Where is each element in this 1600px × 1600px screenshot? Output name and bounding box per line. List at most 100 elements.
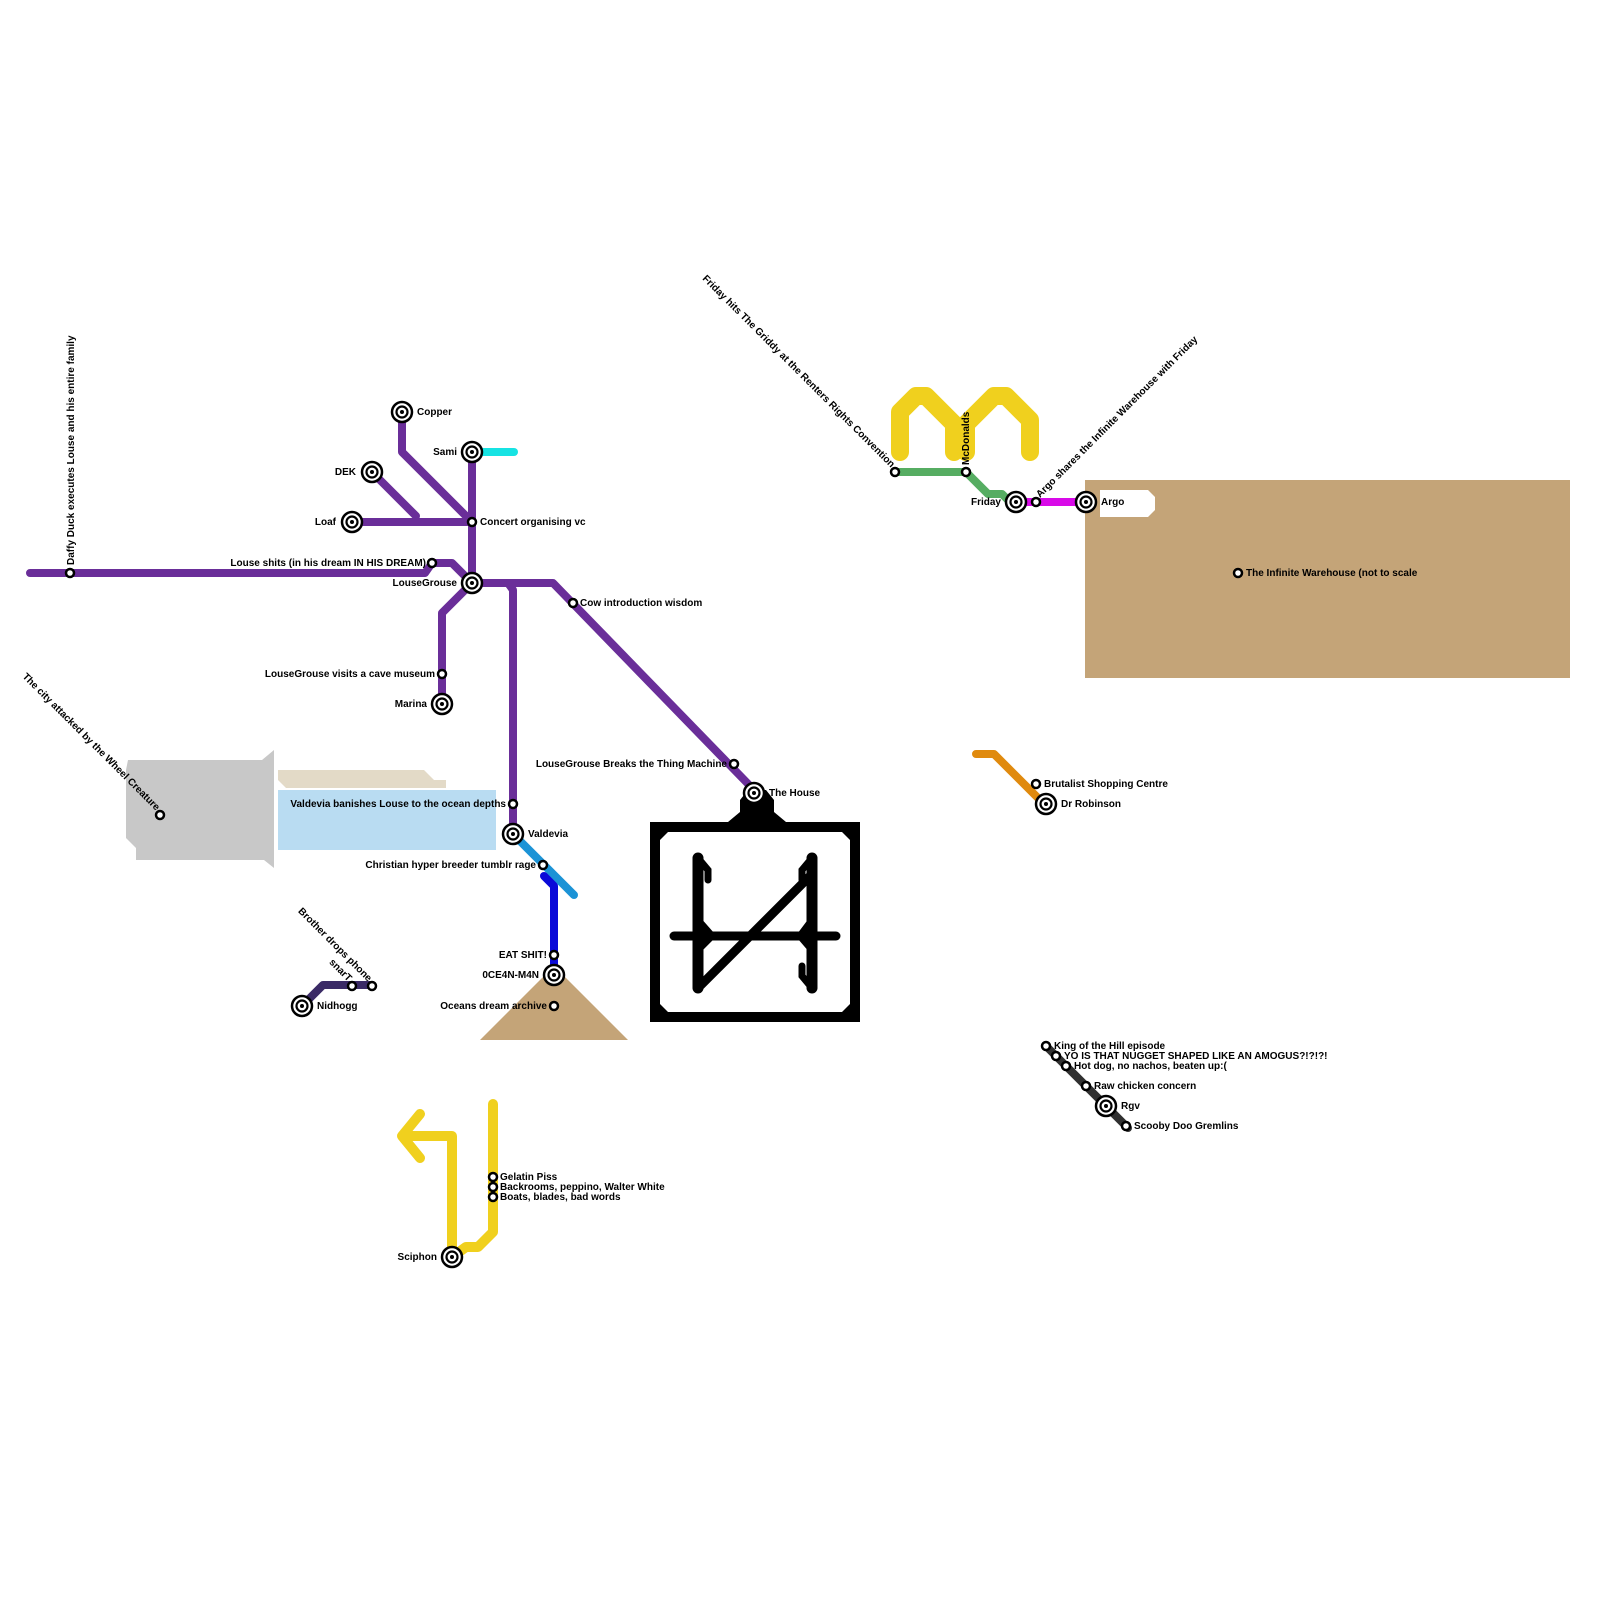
ring-stop-icon (1060, 1060, 1072, 1072)
ocean-water-area (278, 790, 496, 850)
label-rgv: Rgv (1121, 1101, 1140, 1112)
stop-argo-shares[interactable] (1030, 496, 1042, 508)
stop-snart[interactable] (346, 980, 358, 992)
stop-ring (537, 859, 549, 871)
arch-right (957, 387, 1039, 461)
double-ring-station-icon (390, 400, 414, 424)
stop-ring (548, 1000, 560, 1012)
station-friday[interactable] (1004, 490, 1028, 514)
stop-friday-griddy[interactable] (889, 466, 901, 478)
station-the-house[interactable] (742, 781, 766, 805)
station-loaf[interactable] (340, 510, 364, 534)
label-eat-shit: EAT SHIT! (499, 950, 547, 961)
station-sciphon[interactable] (440, 1245, 464, 1269)
station-marina[interactable] (430, 692, 454, 716)
stop-brother-drops[interactable] (366, 980, 378, 992)
station-lousegrouse[interactable] (460, 571, 484, 595)
ring-stop-icon (1080, 1080, 1092, 1092)
station-valdevia[interactable] (501, 822, 525, 846)
label-backrooms: Backrooms, peppino, Walter White (500, 1182, 665, 1193)
orange-line (972, 750, 1050, 810)
stop-christian[interactable] (537, 859, 549, 871)
label-sciphon: Sciphon (398, 1252, 437, 1263)
label-hot-dog: Hot dog, no nachos, beaten up:( (1074, 1061, 1227, 1072)
stop-cow[interactable] (567, 597, 579, 609)
stop-backrooms[interactable] (487, 1181, 499, 1193)
stop-wheel-creature[interactable] (154, 809, 166, 821)
label-breaks-machine: LouseGrouse Breaks the Thing Machine (536, 759, 728, 770)
interchange-stations (290, 400, 1118, 1269)
stop-ring (507, 798, 519, 810)
station-argo[interactable] (1074, 490, 1098, 514)
ring-stop-icon (1040, 1040, 1052, 1052)
label-cave-museum: LouseGrouse visits a cave museum (265, 669, 435, 680)
stop-hot-dog[interactable] (1060, 1060, 1072, 1072)
station-center-dot (511, 832, 515, 836)
stop-boats[interactable] (487, 1191, 499, 1203)
double-ring-station-icon (742, 781, 766, 805)
stop-cave-museum[interactable] (436, 668, 448, 680)
label-dr-robinson: Dr Robinson (1061, 799, 1121, 810)
yellow-line-sciphon (401, 1099, 498, 1262)
glyph-right-notch-mid (795, 916, 816, 954)
stop-infinite-warehouse[interactable] (1232, 567, 1244, 579)
stop-ring (1030, 496, 1042, 508)
warehouse-notch (1100, 490, 1155, 517)
double-ring-station-icon (501, 822, 525, 846)
label-oceanman: 0CE4N-M4N (482, 970, 539, 981)
ring-stop-icon (366, 980, 378, 992)
station-rgv[interactable] (1094, 1094, 1118, 1118)
double-ring-station-icon (542, 963, 566, 987)
glyph-left-notch-bot (694, 972, 714, 992)
stop-eat-shit[interactable] (548, 949, 560, 961)
stop-scooby[interactable] (1120, 1120, 1132, 1132)
blue-line (540, 872, 558, 979)
station-nidhogg[interactable] (290, 994, 314, 1018)
ring-stop-icon (537, 859, 549, 871)
ring-stop-icon (548, 1000, 560, 1012)
double-ring-station-icon (440, 1245, 464, 1269)
stop-valdevia-banishes[interactable] (507, 798, 519, 810)
stop-breaks-machine[interactable] (728, 758, 740, 770)
label-nidhogg: Nidhogg (317, 1001, 358, 1012)
double-ring-station-icon (460, 440, 484, 464)
station-copper[interactable] (390, 400, 414, 424)
double-ring-station-icon (360, 460, 384, 484)
stop-king-of-hill[interactable] (1040, 1040, 1052, 1052)
golden-arches-icon (891, 387, 1039, 461)
label-oceans-archive: Oceans dream archive (440, 1001, 547, 1012)
stop-ring (889, 466, 901, 478)
station-center-dot (350, 520, 354, 524)
stop-brutalist[interactable] (1030, 778, 1042, 790)
stop-ring (436, 668, 448, 680)
stop-ring (1080, 1080, 1092, 1092)
ring-stop-icon (889, 466, 901, 478)
stop-yo-nugget[interactable] (1050, 1050, 1062, 1062)
stop-louse-shits[interactable] (426, 557, 438, 569)
ring-stop-icon (1030, 778, 1042, 790)
glyph-left-notch-mid (694, 916, 717, 954)
label-friday: Friday (971, 497, 1001, 508)
stop-ring (466, 516, 478, 528)
stop-daffy[interactable] (64, 567, 76, 579)
purple-line-copper (398, 408, 476, 526)
label-dek: DEK (335, 467, 357, 478)
station-dr-robinson[interactable] (1034, 792, 1058, 816)
stop-concert[interactable] (466, 516, 478, 528)
label-the-house: The House (769, 788, 821, 799)
stop-gelatin[interactable] (487, 1171, 499, 1183)
station-center-dot (440, 702, 444, 706)
station-sami[interactable] (460, 440, 484, 464)
ring-stop-icon (728, 758, 740, 770)
ring-stop-icon (960, 466, 972, 478)
station-dek[interactable] (360, 460, 384, 484)
stop-raw-chicken[interactable] (1080, 1080, 1092, 1092)
stop-mcdonalds[interactable] (960, 466, 972, 478)
station-oceanman[interactable] (542, 963, 566, 987)
stop-oceans-archive[interactable] (548, 1000, 560, 1012)
station-center-dot (300, 1004, 304, 1008)
arch-left (891, 387, 963, 461)
label-infinite-warehouse: The Infinite Warehouse (not to scale (1246, 568, 1418, 579)
stop-ring (567, 597, 579, 609)
